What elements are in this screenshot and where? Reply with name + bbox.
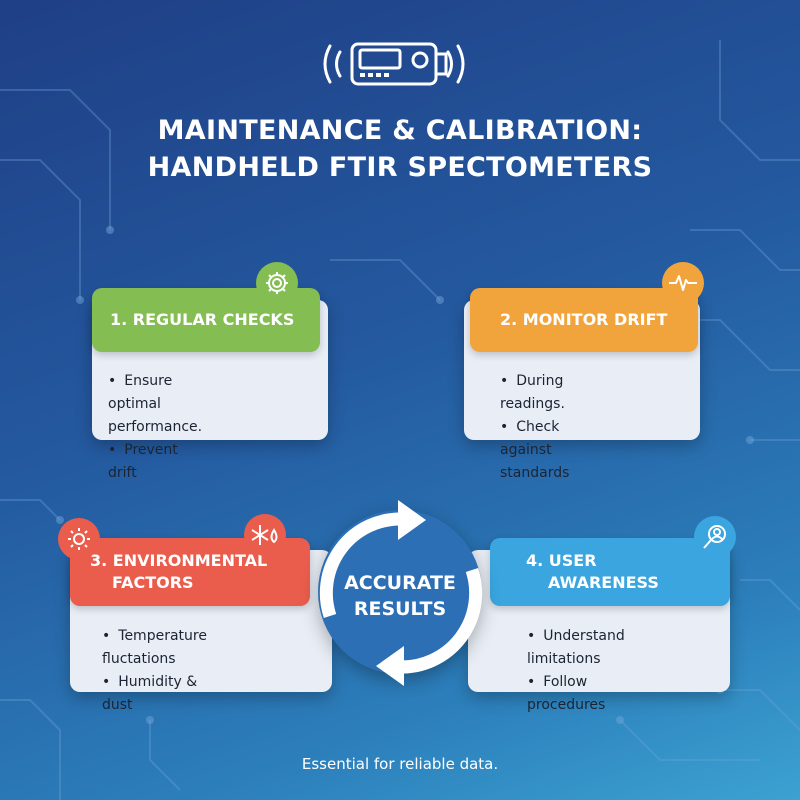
list-item: Humidity & dust xyxy=(102,671,207,717)
list-item: During readings. xyxy=(500,370,569,416)
card-heading-line-1: 4. USER xyxy=(526,551,597,570)
card-heading: 4. USER AWARENESS xyxy=(490,538,730,606)
card-heading-line-2: FACTORS xyxy=(112,573,194,592)
spectrometer-device-icon xyxy=(323,42,465,86)
center-label: ACCURATE RESULTS xyxy=(318,570,482,622)
card-heading: 2. MONITOR DRIFT xyxy=(470,288,698,352)
center-label-line-1: ACCURATE xyxy=(344,572,456,594)
list-item: Prevent drift xyxy=(108,439,202,485)
title-line-2: HANDHELD FTIR SPECTOMETERS xyxy=(147,152,653,183)
list-item: Ensure optimal performance. xyxy=(108,370,202,439)
sun-icon xyxy=(58,518,100,560)
card-bullets: Understand limitations Follow procedures xyxy=(527,625,625,717)
card-heading-line-2: AWARENESS xyxy=(548,573,659,592)
cycle-arrows-icon xyxy=(319,500,483,686)
card-bullets: During readings. Check against standards xyxy=(500,370,569,485)
card-bullets: Ensure optimal performance. Prevent drif… xyxy=(108,370,202,485)
magnifier-user-icon xyxy=(694,516,736,558)
list-item: Check against standards xyxy=(500,416,569,485)
card-bullets: Temperature fluctations Humidity & dust xyxy=(102,625,207,717)
center-label-line-2: RESULTS xyxy=(353,598,447,620)
card-heading-line-1: 3. ENVIRONMENTAL xyxy=(90,551,268,570)
gear-icon xyxy=(256,262,298,304)
page-title: MAINTENANCE & CALIBRATION: HANDHELD FTIR… xyxy=(0,112,800,186)
footer-text: Essential for reliable data. xyxy=(301,755,499,773)
list-item: Understand limitations xyxy=(527,625,625,671)
list-item: Follow procedures xyxy=(527,671,625,717)
pulse-wave-icon xyxy=(662,262,704,304)
snowflake-droplet-icon xyxy=(244,514,286,556)
list-item: Temperature fluctations xyxy=(102,625,207,671)
title-line-1: MAINTENANCE & CALIBRATION: xyxy=(157,115,643,146)
